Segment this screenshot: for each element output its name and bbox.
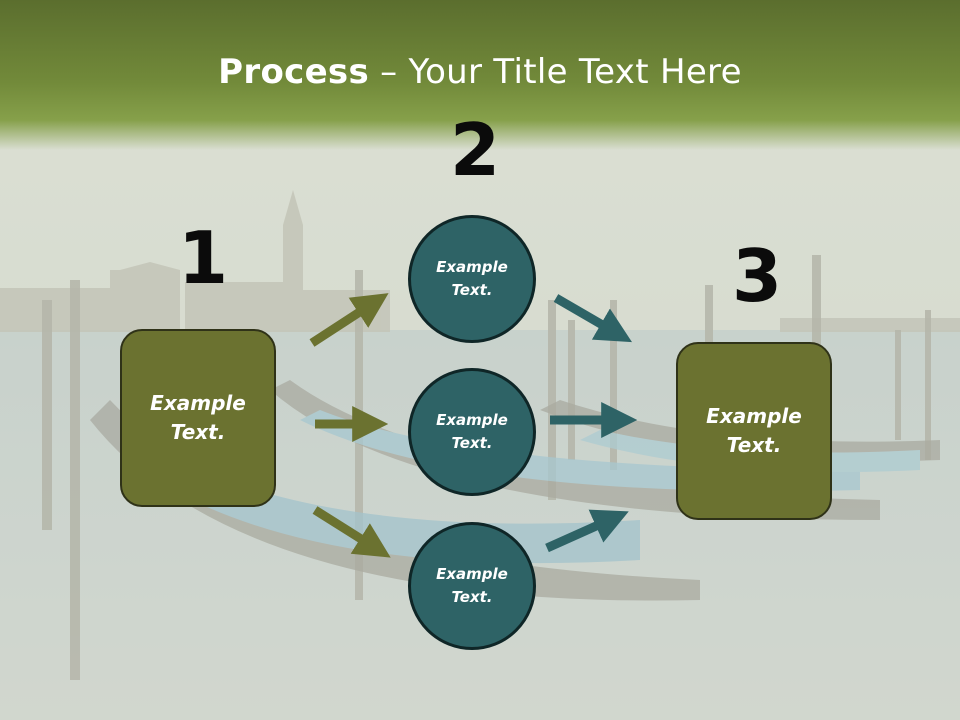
step-1-box: Example Text. [120,329,276,507]
slide-title: Process – Your Title Text Here [0,52,960,92]
arrow-top-to-3 [553,294,633,343]
step-2-circle-bottom: Example Text. [408,522,536,650]
step-number-1: 1 [178,216,229,300]
step-2-circle-top: Example Text. [408,215,536,343]
arrow-1-to-bottom [312,506,391,558]
arrow-1-to-top [309,293,389,347]
circle-bottom-text: Example Text. [436,565,508,606]
step-number-2: 2 [450,108,501,192]
step-3-text: Example Text. [706,404,802,457]
arrow-bottom-to-3 [545,509,629,553]
step-3-box: Example Text. [676,342,832,520]
step-1-text: Example Text. [150,391,246,444]
title-strong: Process [218,52,370,92]
step-2-circle-middle: Example Text. [408,368,536,496]
circle-top-text: Example Text. [436,258,508,299]
step-number-3: 3 [732,234,783,318]
title-rest: – Your Title Text Here [369,52,742,92]
title-band [0,0,960,150]
circle-middle-text: Example Text. [436,411,508,452]
